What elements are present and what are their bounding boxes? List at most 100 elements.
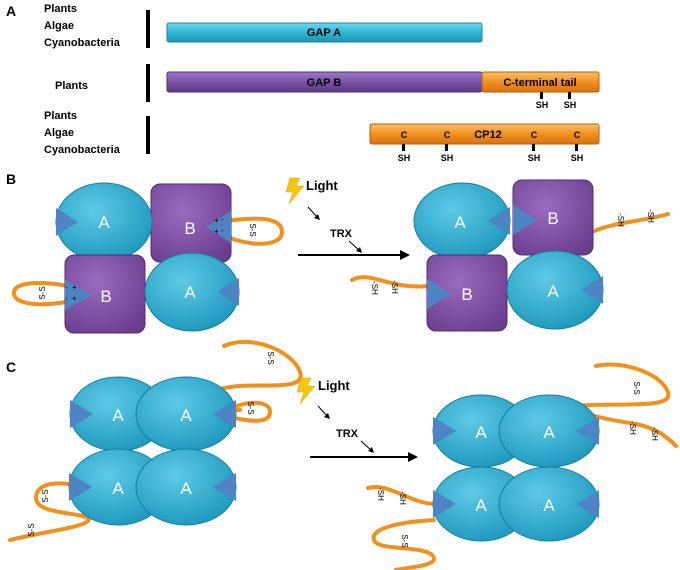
reduction-arrow-b: Light TRX	[285, 177, 410, 260]
oxidized-complex-c: S-S S-S A A S-S S-S A A	[8, 339, 303, 542]
binding-pocket	[433, 490, 456, 518]
gap-a-label: GAP A	[307, 27, 341, 39]
thiol-label: -SH	[646, 209, 655, 223]
charge-minus: -	[65, 294, 68, 303]
subunit-a-label: A	[180, 406, 192, 425]
panel-label-b: B	[6, 171, 16, 187]
disulfide-label: S-S	[41, 489, 50, 502]
organism-label: Cyanobacteria	[44, 144, 121, 156]
cp12-bar	[369, 123, 600, 145]
binding-pocket	[427, 279, 451, 309]
cys-label: C	[531, 130, 538, 140]
arrowhead	[356, 247, 362, 253]
thiol-label: -SH	[370, 281, 379, 295]
subunit-a-label: A	[547, 282, 559, 301]
light-label: Light	[318, 378, 350, 393]
subunit-a-label: A	[180, 479, 192, 498]
disulfide-label: S-S	[246, 401, 255, 414]
sh-tick	[575, 144, 578, 151]
subunit-a-label: A	[454, 213, 466, 232]
disulfide-label: S-S	[27, 523, 36, 536]
gap-a-bar	[166, 22, 483, 43]
lightning-icon	[296, 377, 316, 405]
reduction-arrow-c: Light TRX	[296, 377, 418, 462]
panel-label-c: C	[6, 359, 16, 375]
reaction-arrowhead	[408, 452, 418, 462]
organism-label: Algae	[44, 20, 74, 32]
sh-tick	[445, 144, 448, 151]
sh-tick	[402, 144, 405, 151]
sh-label: SH	[564, 100, 577, 110]
divider-bar	[146, 10, 150, 48]
cp12-label: CP12	[474, 129, 502, 141]
divider-bar	[146, 116, 150, 154]
binding-pocket	[65, 280, 92, 310]
charge-plus: +	[214, 216, 219, 225]
binding-pocket	[213, 400, 236, 428]
charge-plus: +	[214, 227, 219, 236]
cp12-free-tail	[564, 362, 678, 448]
subunit-a-label: A	[543, 423, 555, 442]
charge-minus: -	[65, 283, 68, 292]
binding-pocket	[217, 278, 239, 306]
thiol-label: -SH	[398, 491, 407, 505]
cys-label: C	[401, 130, 408, 140]
charge-minus: -	[221, 226, 224, 235]
oxidized-complex-b: S-S S-S B + + - - A B + + - - A	[12, 182, 285, 334]
cp12-loop	[224, 400, 273, 423]
cp12-loop	[371, 518, 436, 570]
cp12-loop	[216, 216, 285, 246]
sh-tick	[540, 92, 543, 99]
sh-label: SH	[441, 153, 454, 163]
binding-pocket	[206, 211, 231, 243]
disulfide-label: S-S	[38, 286, 47, 299]
binding-pocket	[69, 473, 92, 501]
subunit-a-label: A	[184, 283, 196, 302]
organism-label: Cyanobacteria	[44, 37, 121, 49]
arrowhead	[324, 413, 330, 419]
trx-label: TRX	[330, 228, 353, 240]
organism-label: Plants	[44, 3, 77, 15]
cys-label: C	[444, 130, 451, 140]
binding-pocket	[70, 400, 93, 428]
lightning-icon	[285, 177, 305, 205]
sh-tick	[532, 144, 535, 151]
binding-pocket	[513, 205, 537, 235]
light-label: Light	[306, 178, 338, 193]
subunit-a-label: A	[112, 479, 124, 498]
sh-label: SH	[398, 153, 411, 163]
panel-label-a: A	[6, 3, 16, 19]
trx-label: TRX	[336, 428, 359, 440]
subunit-a-label: A	[475, 496, 487, 515]
cp12-free-tail	[366, 485, 442, 507]
binding-pocket	[213, 473, 236, 501]
binding-pocket	[488, 207, 510, 235]
reduced-complex-b: -SH -SH -SH -SH B A B A	[350, 179, 670, 332]
disulfide-label: S-S	[400, 534, 409, 547]
cys-label: C	[574, 130, 581, 140]
sh-label: SH	[536, 100, 549, 110]
subunit-b-label: B	[100, 287, 111, 306]
disulfide-label: S-S	[248, 223, 257, 236]
reaction-arrowhead	[400, 250, 410, 260]
organism-label: Algae	[44, 127, 74, 139]
cp12-free-tail	[350, 275, 432, 289]
organism-label: Plants	[55, 80, 88, 92]
subunit-a-label: A	[112, 406, 124, 425]
thiol-label: -SH	[390, 280, 399, 294]
subunit-b-label: B	[547, 209, 558, 228]
binding-pocket	[433, 417, 456, 445]
row3-organisms: Plants Algae Cyanobacteria	[44, 110, 121, 156]
gap-b-label: GAP B	[307, 77, 342, 89]
cp12-loop	[8, 481, 91, 542]
sh-label: SH	[571, 153, 584, 163]
subunit-b-label: B	[461, 285, 472, 304]
thiol-label: -SH	[376, 487, 385, 501]
charge-plus: +	[72, 283, 77, 292]
organism-label: Plants	[44, 110, 77, 122]
divider-bar	[146, 64, 150, 102]
binding-pocket	[581, 276, 603, 304]
c-terminal-tail-label: C-terminal tail	[503, 77, 576, 89]
subunit-b-label: B	[184, 219, 195, 238]
